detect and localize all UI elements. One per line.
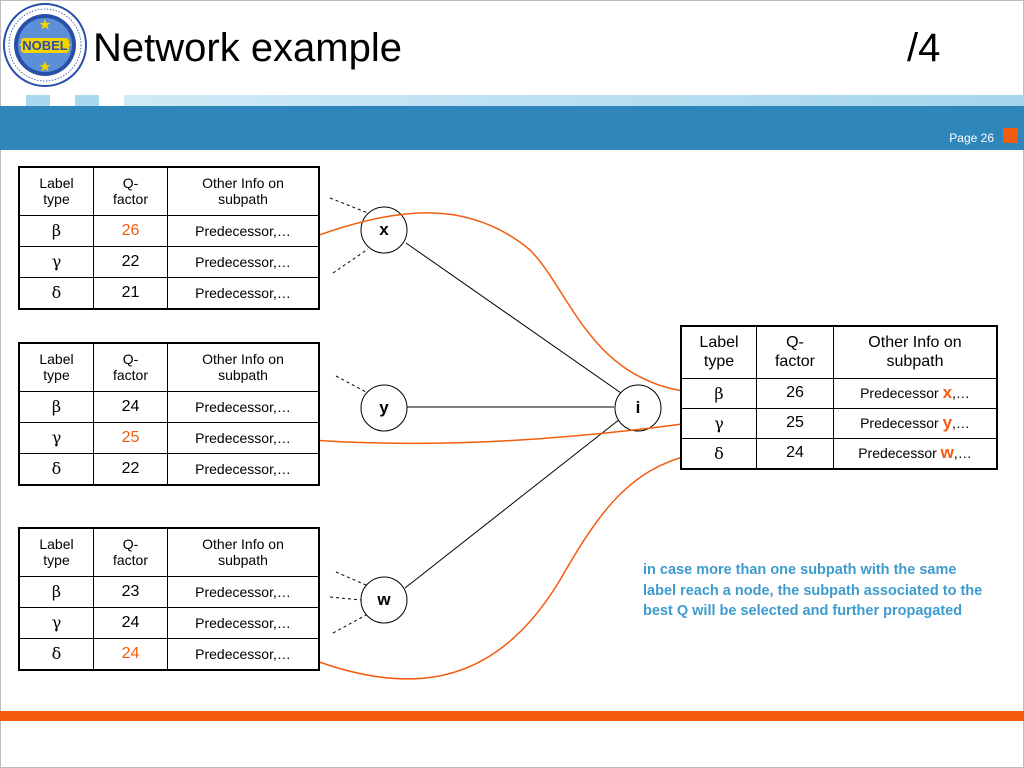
footer-band bbox=[0, 711, 1024, 721]
node-w bbox=[360, 576, 408, 624]
predecessor-node: w bbox=[940, 443, 954, 463]
page-number: Page 26 bbox=[949, 131, 994, 145]
header-q-factor: Q-factor bbox=[756, 325, 834, 379]
predecessor-node: y bbox=[942, 413, 953, 433]
table-row: δ 21 Predecessor,… bbox=[18, 276, 320, 310]
node-label-x: x bbox=[379, 220, 389, 239]
node-label-w: w bbox=[377, 590, 391, 609]
explanation-note: in case more than one subpath with the s… bbox=[643, 562, 983, 619]
table-row: γ 22 Predecessor,… bbox=[18, 245, 320, 278]
node-label-i: i bbox=[635, 398, 641, 417]
nobel-logo: NOBEL bbox=[3, 3, 87, 87]
table-row: β 26 Predecessor x,… bbox=[680, 377, 998, 409]
slide-title: Network example bbox=[93, 26, 403, 70]
header-q-factor: Q-factor bbox=[93, 342, 168, 392]
table-row: β 24 Predecessor,… bbox=[18, 390, 320, 423]
table-row: δ 24 Predecessor w,… bbox=[680, 437, 998, 470]
table-row: δ 24 Predecessor,… bbox=[18, 637, 320, 671]
page-marker bbox=[1003, 128, 1018, 143]
logo-text: NOBEL bbox=[22, 38, 68, 53]
node-i bbox=[614, 384, 662, 432]
table-row: δ 22 Predecessor,… bbox=[18, 452, 320, 486]
table-row: γ 25 Predecessor y,… bbox=[680, 407, 998, 439]
table-row: γ 25 Predecessor,… bbox=[18, 421, 320, 454]
header-band bbox=[0, 106, 1024, 150]
table-row: β 26 Predecessor,… bbox=[18, 214, 320, 247]
header-band-light bbox=[124, 95, 1024, 106]
slide-title-suffix: /4 bbox=[907, 26, 941, 70]
header-q-factor: Q-factor bbox=[93, 166, 168, 216]
node-x bbox=[360, 206, 408, 254]
predecessor-node: x bbox=[942, 383, 953, 403]
node-y bbox=[360, 384, 408, 432]
table-row: γ 24 Predecessor,… bbox=[18, 606, 320, 639]
header-q-factor: Q-factor bbox=[93, 527, 168, 577]
node-label-y: y bbox=[379, 398, 389, 417]
table-row: β 23 Predecessor,… bbox=[18, 575, 320, 608]
